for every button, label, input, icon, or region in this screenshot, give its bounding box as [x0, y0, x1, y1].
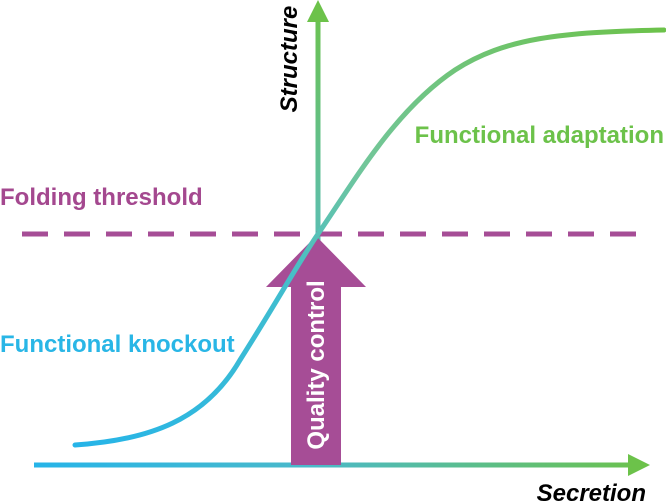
quality-control-arrow	[266, 236, 366, 465]
y-axis-arrowhead	[307, 0, 329, 22]
x-axis-label: Secretion	[537, 480, 646, 503]
functional-adaptation-label: Functional adaptation	[415, 122, 664, 149]
x-axis-arrowhead	[628, 454, 650, 476]
y-axis-label: Structure	[276, 6, 303, 113]
folding-threshold-label: Folding threshold	[0, 184, 203, 211]
sigmoid-curve	[72, 27, 666, 448]
functional-knockout-label: Functional knockout	[0, 331, 235, 358]
quality-control-label: Quality control	[303, 280, 330, 449]
